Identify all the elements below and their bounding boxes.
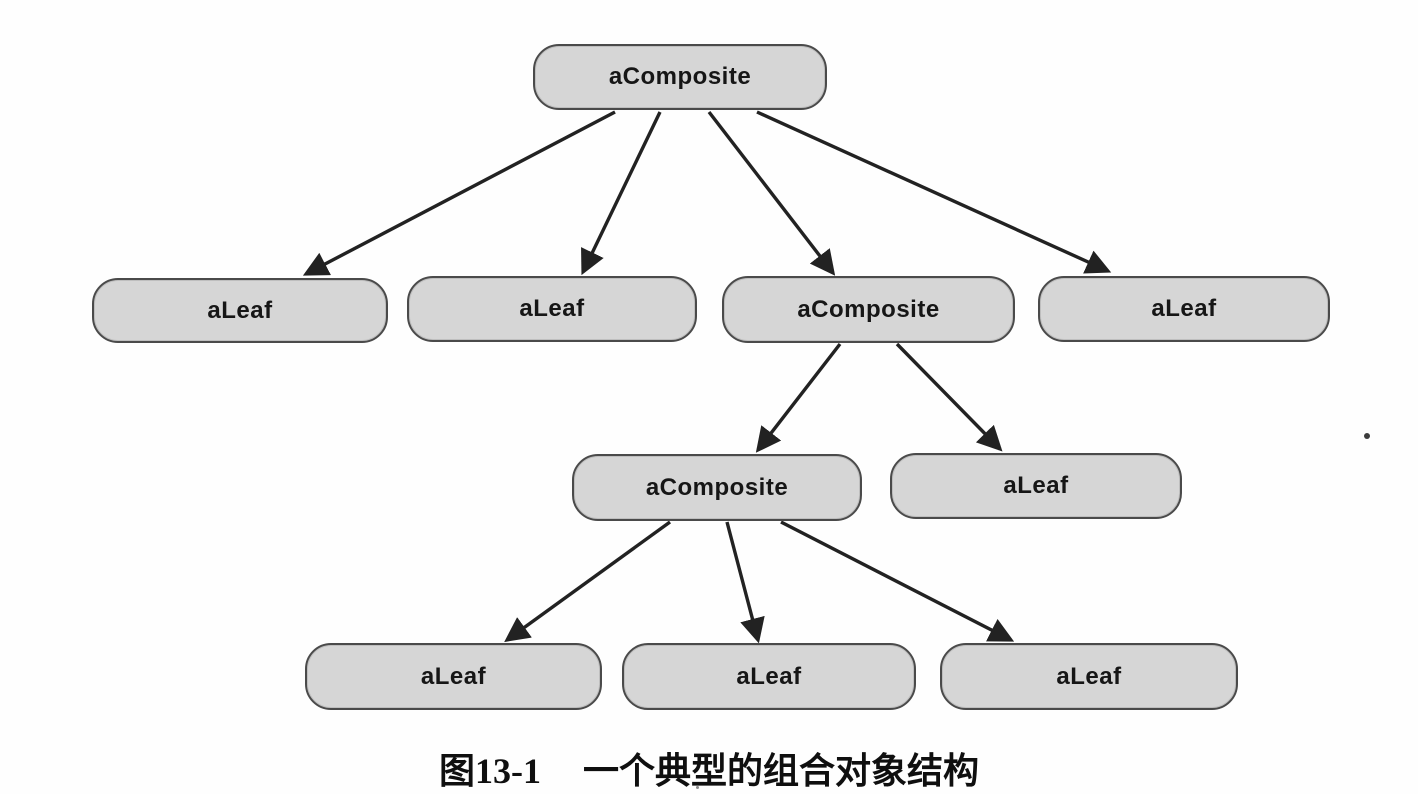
node-r2-aleaf-4: aLeaf bbox=[1038, 276, 1330, 342]
scan-artifact-dot bbox=[1364, 433, 1370, 439]
figure-caption: 图13-1 一个典型的组合对象结构 bbox=[0, 742, 1418, 794]
edge-root-r2comp bbox=[707, 110, 836, 276]
figure-title: 一个典型的组合对象结构 bbox=[582, 751, 979, 791]
edge-r3comp-r4leaf3 bbox=[780, 520, 1015, 642]
figure-number: 图13-1 bbox=[438, 751, 541, 791]
node-r2-aleaf-1: aLeaf bbox=[92, 278, 388, 343]
node-root-acomposite: aComposite bbox=[533, 44, 827, 110]
node-r4-aleaf-3: aLeaf bbox=[940, 643, 1238, 710]
node-r3-acomposite: aComposite bbox=[572, 454, 862, 521]
node-r3-aleaf: aLeaf bbox=[890, 453, 1182, 519]
node-r4-aleaf-2: aLeaf bbox=[622, 643, 916, 710]
edge-r3comp-r4leaf1 bbox=[504, 520, 671, 643]
node-r4-aleaf-1: aLeaf bbox=[305, 643, 602, 710]
edge-r2comp-r3comp bbox=[755, 342, 842, 453]
scan-artifact-dot bbox=[696, 786, 699, 789]
edge-root-r2leaf4 bbox=[756, 110, 1112, 274]
node-r2-aleaf-2: aLeaf bbox=[407, 276, 697, 342]
edge-r2comp-r3leaf bbox=[895, 342, 1003, 452]
node-r2-acomposite: aComposite bbox=[722, 276, 1015, 343]
edge-root-r2leaf2 bbox=[581, 111, 662, 276]
edge-r3comp-r4leaf2 bbox=[725, 521, 765, 644]
edge-root-r2leaf1 bbox=[302, 110, 616, 276]
